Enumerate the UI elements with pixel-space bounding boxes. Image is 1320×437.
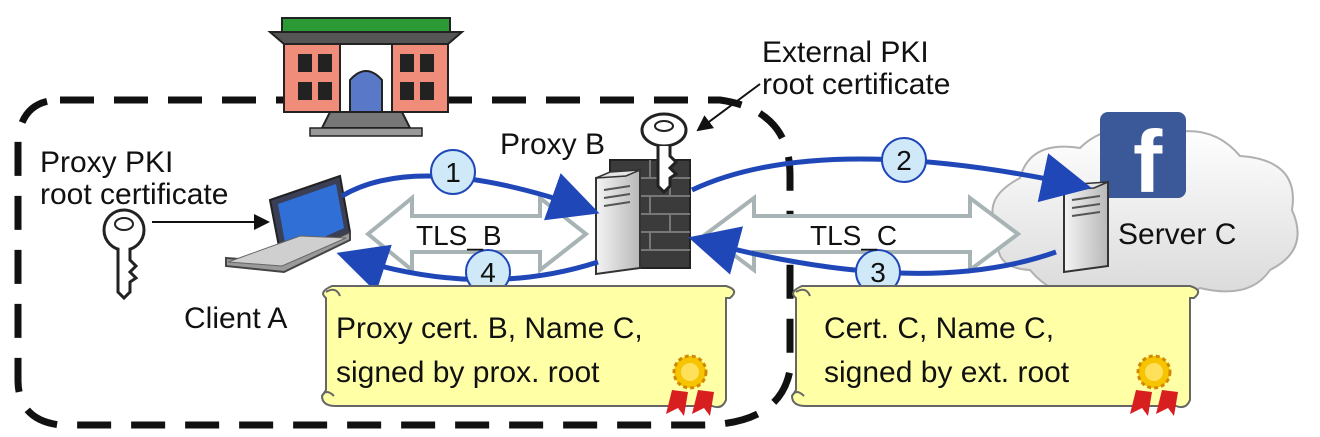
- tls-b-double-arrow: [364, 193, 590, 275]
- external-pki-label-line1: External PKI: [762, 36, 929, 69]
- proxy-pki-key-icon: [102, 208, 146, 301]
- step-2-badge: 2: [881, 137, 927, 183]
- tls-c-label: TLS_C: [810, 220, 897, 251]
- proxy-certificate-scroll: Proxy cert. B, Name C, signed by prox. r…: [320, 285, 736, 409]
- external-pki-key-icon: [640, 112, 688, 195]
- proxy-pki-label-line1: Proxy PKI: [40, 146, 173, 179]
- external-key-pointer-arrow: [696, 83, 761, 132]
- step-4-badge: 4: [465, 249, 511, 295]
- svg-text:signed by prox. root: signed by prox. root: [336, 356, 600, 389]
- external-pki-label-line2: root certificate: [762, 68, 950, 101]
- svg-text:Cert. C, Name C,: Cert. C, Name C,: [824, 312, 1054, 345]
- facebook-logo-icon: f: [1100, 112, 1186, 211]
- organization-boundary: [14, 96, 794, 429]
- proxy-server-icon: [595, 168, 641, 276]
- svg-text:4: 4: [480, 257, 496, 288]
- server-c-icon: [1063, 180, 1109, 274]
- svg-text:Proxy cert. B, Name C,: Proxy cert. B, Name C,: [336, 312, 643, 345]
- building-icon: [267, 17, 465, 137]
- proxy-b-label: Proxy B: [500, 128, 605, 161]
- client-a-label: Client A: [184, 302, 287, 335]
- proxy-pki-label-line2: root certificate: [40, 178, 228, 211]
- svg-text:3: 3: [870, 257, 886, 288]
- svg-text:2: 2: [896, 145, 912, 176]
- laptop-icon: [225, 174, 352, 274]
- tls-b-label: TLS_B: [416, 220, 502, 251]
- svg-text:f: f: [1133, 112, 1163, 211]
- flow-arrow-2: [690, 153, 1092, 203]
- seal-icon: [1130, 354, 1178, 416]
- svg-text:signed by ext. root: signed by ext. root: [824, 356, 1070, 389]
- step-1-badge: 1: [430, 149, 476, 195]
- server-c-label: Server C: [1118, 218, 1236, 251]
- seal-icon: [666, 354, 714, 416]
- server-certificate-scroll: Cert. C, Name C, signed by ext. root: [790, 285, 1200, 409]
- svg-text:1: 1: [445, 157, 461, 188]
- tls-c-double-arrow: [702, 194, 1022, 274]
- step-3-badge: 3: [855, 249, 901, 295]
